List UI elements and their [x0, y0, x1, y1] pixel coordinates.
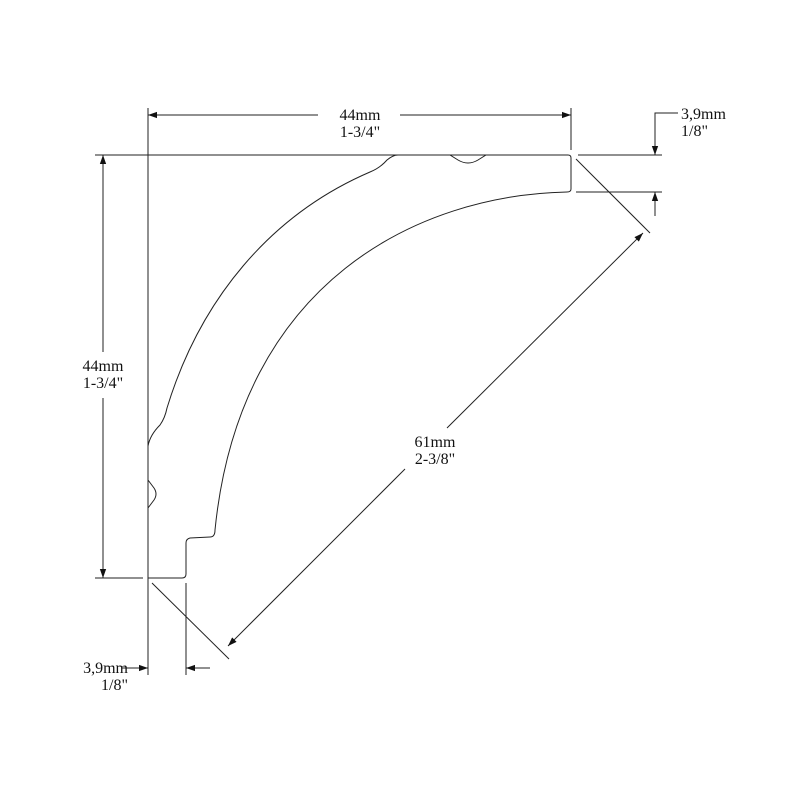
bottom-thickness-label: 3,9mm 1/8": [58, 660, 128, 694]
diagonal-imperial: 2-3/8": [414, 451, 456, 468]
height-label: 44mm 1-3/4": [68, 358, 138, 392]
height-imperial: 1-3/4": [82, 375, 124, 392]
bottom-thickness-metric: 3,9mm: [83, 660, 128, 677]
top-thickness-label: 3,9mm 1/8": [681, 106, 726, 140]
bottom-thickness-imperial: 1/8": [101, 677, 128, 694]
width-imperial: 1-3/4": [339, 124, 381, 141]
top-thickness-imperial: 1/8": [681, 123, 708, 140]
diagonal-dimension-line-upper: [446, 232, 644, 429]
extension-line-diag-top: [575, 158, 651, 234]
diagonal-dimension-line-lower: [227, 468, 406, 647]
top-thickness-metric: 3,9mm: [681, 106, 726, 123]
width-metric: 44mm: [339, 107, 381, 124]
extension-line-diag-bottom: [151, 582, 230, 660]
top-thickness-arrow-down: [651, 112, 678, 155]
width-label: 44mm 1-3/4": [325, 107, 395, 141]
molding-profile: [147, 154, 572, 579]
diagonal-metric: 61mm: [414, 434, 456, 451]
height-metric: 44mm: [82, 358, 124, 375]
diagonal-label: 61mm 2-3/8": [400, 434, 470, 468]
